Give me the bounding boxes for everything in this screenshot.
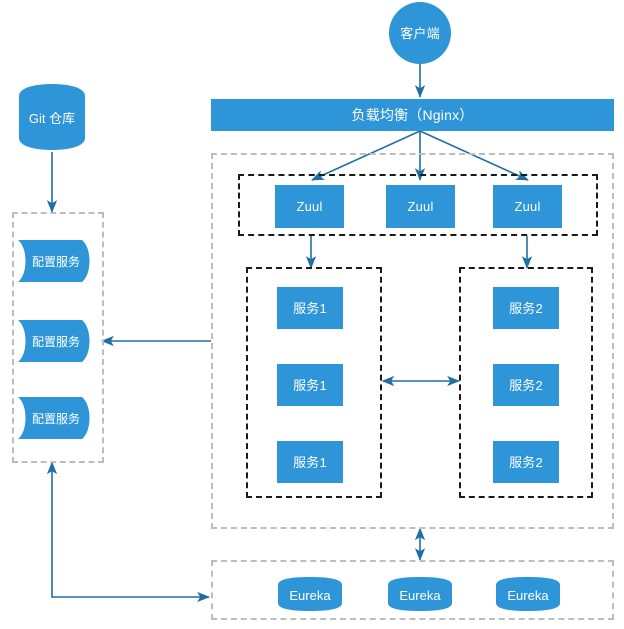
node-gateway-zuul-3-label: Zuul — [514, 199, 541, 214]
node-service2-instance-2[interactable]: 服务2 — [493, 364, 559, 406]
node-service2-instance-2-label: 服务2 — [509, 377, 543, 393]
node-registry-eureka-2[interactable]: Eureka — [387, 576, 453, 612]
node-service1-instance-2[interactable]: 服务1 — [277, 364, 343, 406]
service-group-1-container — [246, 267, 382, 498]
node-load-balancer-label: 负载均衡（Nginx） — [351, 107, 474, 123]
config-group-container — [12, 212, 104, 463]
node-gateway-zuul-1-label: Zuul — [296, 199, 323, 214]
platform-group-container — [211, 153, 614, 529]
node-service2-instance-1-label: 服务2 — [509, 300, 543, 316]
node-service1-instance-1[interactable]: 服务1 — [277, 287, 343, 329]
gateway-group-container — [238, 174, 598, 236]
node-service1-instance-1-label: 服务1 — [293, 300, 327, 316]
node-gateway-zuul-3[interactable]: Zuul — [493, 185, 562, 228]
node-gateway-zuul-1[interactable]: Zuul — [275, 185, 344, 228]
node-registry-eureka-3[interactable]: Eureka — [495, 576, 561, 612]
registry-group-container — [211, 560, 614, 620]
node-service2-instance-3[interactable]: 服务2 — [493, 441, 559, 483]
node-git-repo[interactable]: Git 仓库 — [17, 82, 87, 152]
service-group-2-container — [459, 267, 593, 498]
node-config-service-3[interactable]: 配置服务 — [16, 394, 96, 442]
node-gateway-zuul-2-label: Zuul — [407, 199, 434, 214]
tape-shape-icon — [18, 240, 90, 282]
tape-shape-icon — [18, 320, 90, 362]
cylinder-icon — [496, 577, 560, 611]
node-client[interactable]: 客户端 — [389, 2, 451, 64]
node-config-service-1[interactable]: 配置服务 — [16, 237, 96, 285]
node-service1-instance-2-label: 服务1 — [293, 377, 327, 393]
node-service1-instance-3-label: 服务1 — [293, 454, 327, 470]
node-gateway-zuul-2[interactable]: Zuul — [386, 185, 455, 228]
node-config-service-2[interactable]: 配置服务 — [16, 317, 96, 365]
node-service2-instance-1[interactable]: 服务2 — [493, 287, 559, 329]
cylinder-icon — [388, 577, 452, 611]
node-registry-eureka-1[interactable]: Eureka — [277, 576, 343, 612]
cylinder-icon — [19, 84, 85, 150]
tape-shape-icon — [18, 397, 90, 439]
node-service2-instance-3-label: 服务2 — [509, 454, 543, 470]
wire-config-to-registry — [46, 461, 210, 603]
node-service1-instance-3[interactable]: 服务1 — [277, 441, 343, 483]
node-client-label: 客户端 — [400, 25, 440, 41]
node-load-balancer[interactable]: 负载均衡（Nginx） — [211, 99, 614, 131]
cylinder-icon — [278, 577, 342, 611]
